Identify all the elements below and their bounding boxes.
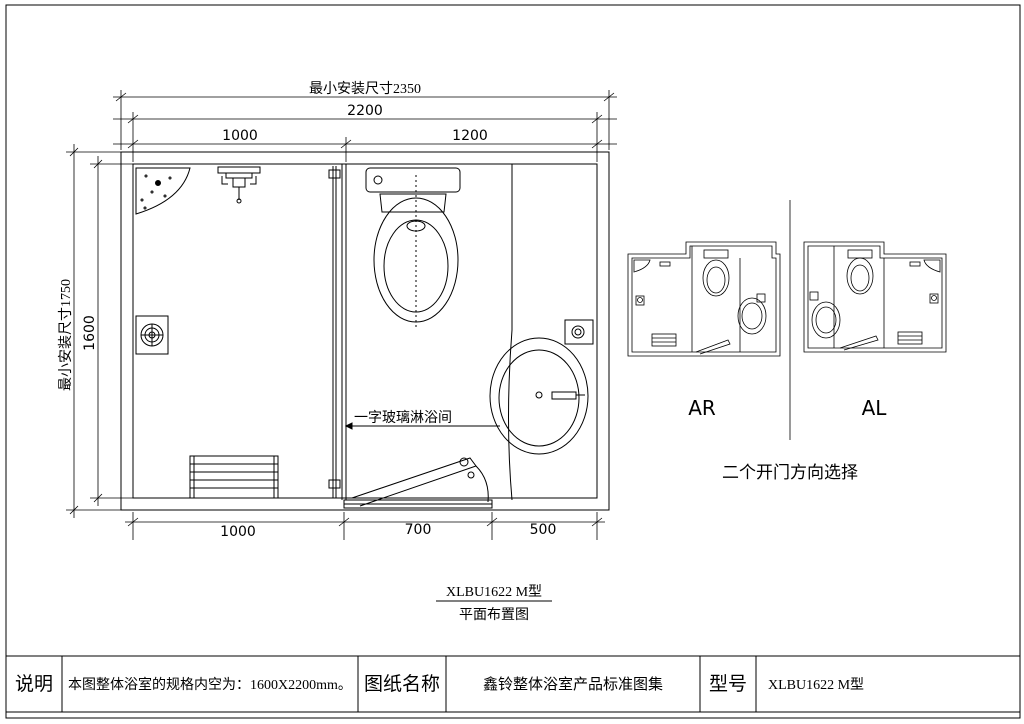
- mini-plan-ar: [627, 241, 781, 357]
- drawing-model: XLBU1622 M型: [446, 584, 542, 600]
- title-model-label: 型号: [709, 673, 747, 695]
- mini-plan-al: [803, 241, 947, 353]
- door-option-al: AL: [862, 396, 888, 420]
- outer-wall: [120, 151, 610, 511]
- corner-shelf-icon: [135, 167, 191, 215]
- dim-bottom-mid: 700: [405, 522, 432, 538]
- title-model-value: XLBU1622 M型: [768, 677, 864, 693]
- partition-label: 一字玻璃淋浴间: [354, 409, 452, 426]
- floor-drain-icon: [135, 315, 169, 355]
- shower-mixer-icon: [217, 166, 261, 204]
- main-plan: [120, 151, 610, 511]
- inner-wall: [132, 163, 598, 499]
- dimension-lines: [66, 90, 617, 540]
- toilet-icon: [365, 167, 461, 330]
- door-choice-label: 二个开门方向选择: [722, 463, 858, 483]
- title-block: [6, 656, 1020, 713]
- wall-hook-icon: [564, 319, 594, 345]
- dim-height: 1600: [82, 315, 98, 351]
- title-drawing-name-label: 图纸名称: [364, 673, 440, 695]
- title-drawing-name: 鑫铃整体浴室产品标准图集: [483, 675, 663, 693]
- dim-total-width: 2200: [347, 103, 383, 119]
- dim-top-right: 1200: [452, 128, 488, 144]
- drawing-subtitle: 平面布置图: [459, 607, 529, 623]
- towel-bench-icon: [189, 455, 279, 499]
- partition-label-leader: [344, 422, 500, 430]
- dim-min-install-height: 最小安装尺寸1750: [58, 279, 74, 391]
- vanity-boundary: [508, 164, 513, 501]
- door-option-ar: AR: [688, 396, 716, 420]
- dim-bottom-right: 500: [530, 522, 557, 538]
- dim-top-left: 1000: [222, 128, 258, 144]
- sliding-door-icon: [343, 457, 493, 509]
- dim-bottom-left: 1000: [220, 524, 256, 540]
- washbasin-icon: [489, 337, 589, 455]
- dim-min-install-width: 最小安装尺寸2350: [309, 81, 421, 97]
- title-note-text: 本图整体浴室的规格内空为：1600X2200mm。: [68, 676, 352, 693]
- sheet-border: [5, 4, 1021, 719]
- title-note-label: 说明: [15, 673, 53, 695]
